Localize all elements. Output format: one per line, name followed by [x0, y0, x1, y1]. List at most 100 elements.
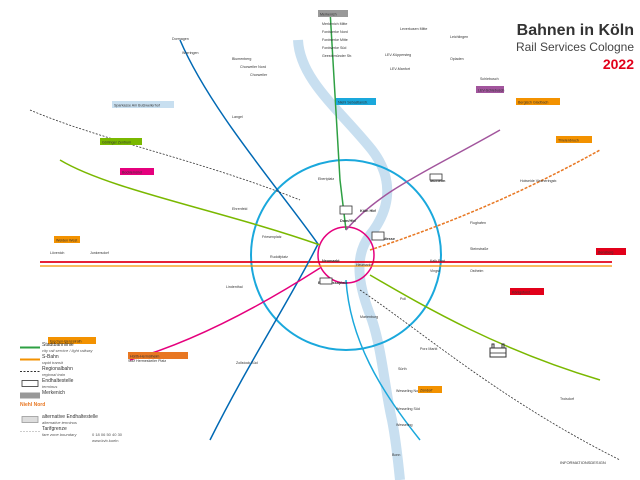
- station-label[interactable]: Merkenich Mitte: [322, 22, 347, 26]
- station-label[interactable]: Leverkusen Mitte: [400, 27, 427, 31]
- hub-marker: [429, 173, 443, 181]
- station-label[interactable]: Hürth-Hermülheim: [130, 355, 159, 359]
- station-label[interactable]: LEV-Schlebusch: [478, 89, 504, 93]
- station-box: [418, 386, 442, 393]
- station-box: [48, 337, 96, 344]
- station-label[interactable]: Sülz Hermeskeiler Platz: [128, 359, 166, 363]
- station-label[interactable]: LEV-Manfort: [390, 67, 410, 71]
- legend-label: Stadtbahnlinie: [42, 342, 74, 348]
- station-label[interactable]: Fordwerke Mitte: [322, 38, 348, 42]
- station-box: [336, 98, 376, 105]
- map-year: 2022: [602, 56, 634, 72]
- station-label[interactable]: Flughafen: [470, 221, 486, 225]
- station-box: [318, 10, 348, 17]
- station-label[interactable]: Worringen: [182, 51, 199, 55]
- station-label[interactable]: Königsforst: [512, 291, 530, 295]
- station-label[interactable]: Bergisch Gladbach: [518, 101, 548, 105]
- station-label[interactable]: Bocklemünd: [122, 171, 142, 175]
- footer-contact: 0 18 06 50 40 30 www.kvb.koeln: [92, 432, 152, 444]
- station-label[interactable]: Fordwerke Süd: [322, 46, 346, 50]
- station-label[interactable]: Bonn: [392, 453, 400, 457]
- station-label[interactable]: Bensberg: [598, 251, 613, 255]
- station-label[interactable]: Sparkasse Am Butzweilerhof: [114, 104, 160, 108]
- station-label[interactable]: Porz Markt: [420, 347, 437, 351]
- legend-label: Regionalbahn: [42, 366, 73, 372]
- station-label[interactable]: Frechen-Benzelrath: [50, 340, 82, 344]
- station-box: [516, 98, 560, 105]
- station-label[interactable]: Neumarkt: [322, 259, 340, 263]
- legend-label: Endhaltestelle: [42, 378, 74, 384]
- legend-label: alternative Endhaltestelle: [42, 414, 98, 420]
- station-label[interactable]: Sürth: [398, 367, 407, 371]
- station-label[interactable]: Weiden West: [56, 239, 77, 243]
- station-box: [596, 248, 626, 255]
- station-label[interactable]: Heumarkt: [356, 263, 372, 267]
- station-label[interactable]: Wesseling Nord: [396, 389, 421, 393]
- station-label[interactable]: Marienburg: [360, 315, 378, 319]
- legend-note: city rail service / light railway: [42, 348, 93, 353]
- station-label[interactable]: Wesseling Süd: [396, 407, 420, 411]
- station-label[interactable]: Görlinger Zentrum: [102, 141, 131, 145]
- map-subtitle: Rail Services Cologne: [515, 40, 634, 54]
- station-label[interactable]: Vingst: [430, 269, 440, 273]
- station-label[interactable]: Barbarossaplatz: [318, 281, 348, 285]
- footer-credit: INFORMATIONSDESIGN: [560, 460, 606, 465]
- legend-label: S-Bahn: [42, 354, 59, 360]
- hub-marker: [371, 231, 385, 241]
- station-label[interactable]: Junkersdorf: [90, 251, 109, 255]
- station-box: [54, 236, 80, 243]
- station-label[interactable]: Fordwerke Nord: [322, 30, 348, 34]
- station-box: [100, 138, 142, 145]
- station-label[interactable]: Steinstraße: [470, 247, 488, 251]
- station-label[interactable]: Dom/Hbf: [340, 219, 357, 223]
- station-label[interactable]: Lindenthal: [226, 285, 243, 289]
- station-box: [120, 168, 154, 175]
- station-label[interactable]: Kalk Post: [430, 259, 445, 263]
- station-label[interactable]: Troisdorf: [560, 397, 574, 401]
- station-label[interactable]: Holweide Vischeringstr.: [520, 179, 557, 183]
- station-label[interactable]: Langel: [232, 115, 243, 119]
- station-label[interactable]: LEV-Küppersteg: [385, 53, 411, 57]
- footer-website[interactable]: www.kvb.koeln: [92, 438, 119, 443]
- station-label[interactable]: Zollstock Süd: [236, 361, 258, 365]
- terminus-symbol-icon: [21, 380, 39, 387]
- station-label[interactable]: Niehl Sebastianstr.: [338, 101, 368, 105]
- station-label[interactable]: Leichlingen: [450, 35, 468, 39]
- station-label[interactable]: Geestemünder Str.: [322, 54, 352, 58]
- footer-phone: 0 18 06 50 40 30: [92, 432, 123, 437]
- station-labels: Merkenich Merkenich Mitte Fordwerke Nord…: [48, 10, 626, 457]
- station-box: [510, 288, 544, 295]
- station-label[interactable]: Poll: [400, 297, 406, 301]
- station-label[interactable]: Ehrenfeld: [232, 207, 247, 211]
- line-northeast: [345, 129, 501, 231]
- station-label[interactable]: Ostheim: [470, 269, 483, 273]
- station-label[interactable]: Blumenberg: [232, 57, 251, 61]
- station-label[interactable]: Thielenbruch: [558, 139, 579, 143]
- legend-note: fare zone boundary: [42, 432, 77, 437]
- station-label[interactable]: Mülheim: [430, 179, 446, 183]
- station-label[interactable]: Schlebusch: [480, 77, 499, 81]
- legend-note: rapid transit: [42, 360, 63, 365]
- legend-note: terminus: [42, 384, 58, 389]
- station-label[interactable]: Friesenplatz: [262, 235, 282, 239]
- line-regional-dashed: [29, 109, 621, 461]
- alt-terminus-symbol-icon: [21, 416, 39, 423]
- station-label[interactable]: Rudolfplatz: [270, 255, 288, 259]
- station-label[interactable]: Chorweiler: [250, 73, 268, 77]
- station-box: [128, 352, 188, 359]
- station-label[interactable]: Dormagen: [172, 37, 189, 41]
- station-label[interactable]: Opladen: [450, 57, 464, 61]
- station-label[interactable]: Merkenich: [320, 13, 337, 17]
- station-label[interactable]: Zündorf: [420, 389, 432, 393]
- legend-note: regional train: [42, 372, 66, 377]
- line-southeast: [369, 274, 601, 381]
- station-label[interactable]: Chorweiler Nord: [240, 65, 266, 69]
- station-label[interactable]: Wesseling: [396, 423, 413, 427]
- station-label[interactable]: Ebertplatz: [318, 177, 334, 181]
- station-label[interactable]: Lövenich: [50, 251, 64, 255]
- fare-boundary-symbol-icon: [20, 431, 40, 432]
- station-label[interactable]: Köln Hbf: [360, 209, 377, 213]
